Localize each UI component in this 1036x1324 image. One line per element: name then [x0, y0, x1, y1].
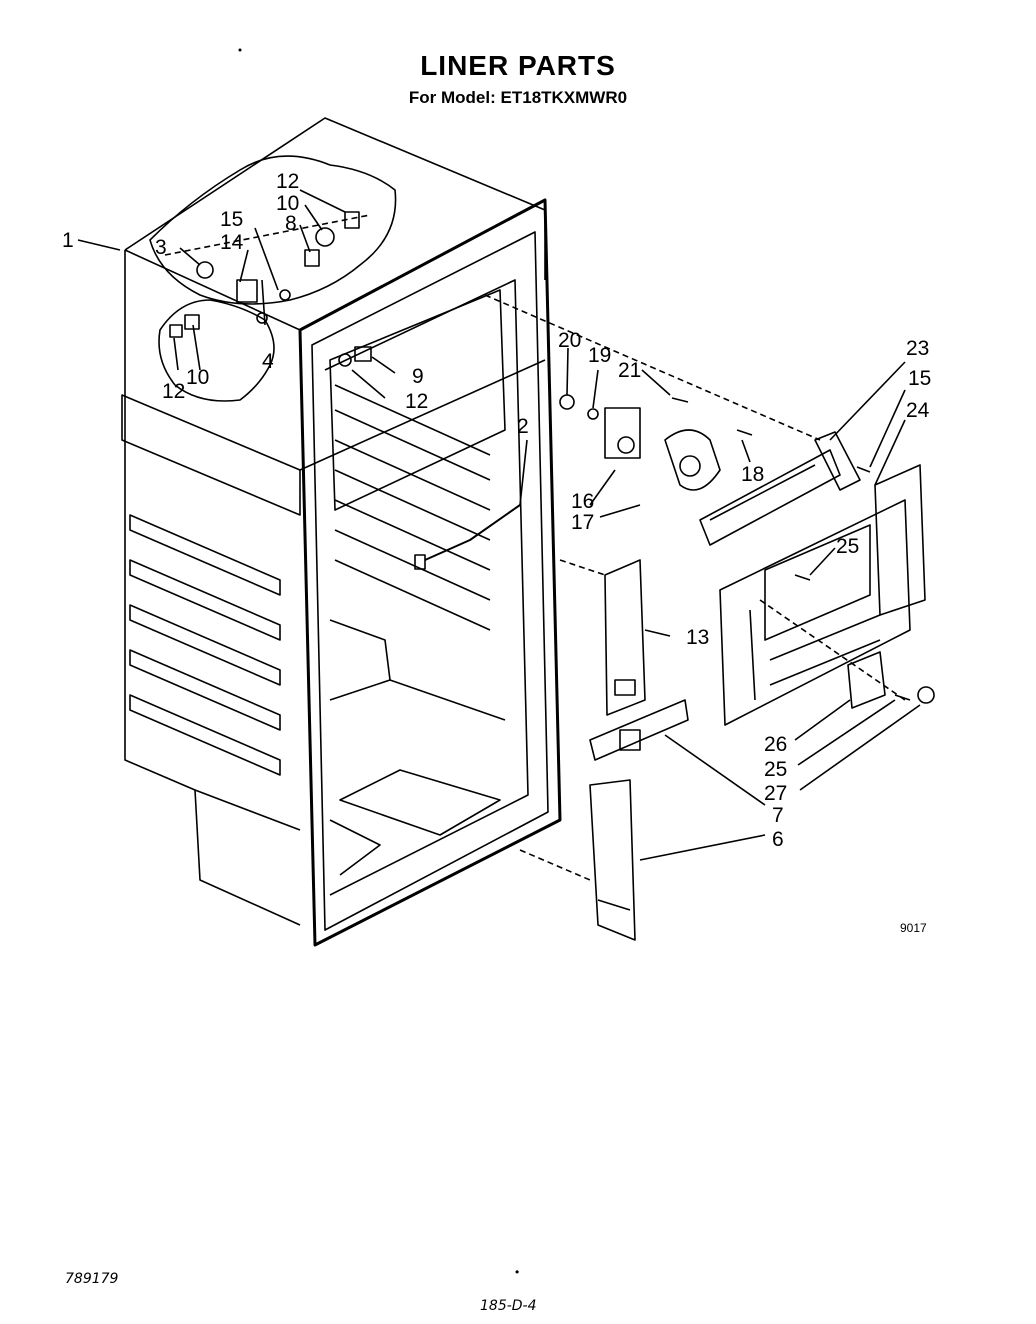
callout-9: 9: [412, 365, 424, 388]
callout-2: 2: [517, 415, 529, 438]
callout-16: 16: [571, 490, 594, 513]
handwritten-page-code: 185-D-4: [480, 1298, 537, 1314]
cabinet-hardware: [169, 211, 521, 570]
callout-19: 19: [588, 344, 611, 367]
callout-labels: 1 2 3 4 6 7 8 9 10 10 12 12 12 13 14 15 …: [62, 170, 931, 851]
callout-6: 6: [772, 828, 784, 851]
callout-8: 8: [285, 212, 297, 235]
speck: [238, 48, 242, 52]
leader-lines: [77, 189, 921, 861]
alignment-lines: [164, 214, 906, 881]
page-title: LINER PARTS: [420, 50, 616, 81]
callout-25-upper: 25: [836, 535, 859, 558]
center-dot: •: [515, 1265, 519, 1279]
callout-12-top: 12: [276, 170, 299, 193]
cabinet-liner: [121, 117, 562, 947]
callout-12-center: 12: [405, 390, 428, 413]
callout-18: 18: [741, 463, 764, 486]
callout-23: 23: [906, 337, 929, 360]
diagram-code: 9017: [900, 921, 927, 935]
callout-20: 20: [558, 329, 581, 352]
callout-7: 7: [772, 804, 784, 827]
callout-27: 27: [764, 782, 787, 805]
callout-24: 24: [906, 399, 930, 422]
callout-26: 26: [764, 733, 787, 756]
callout-14: 14: [220, 231, 244, 254]
callout-17: 17: [571, 511, 594, 534]
callout-15-top: 15: [220, 208, 243, 231]
callout-4: 4: [262, 350, 274, 373]
callout-25-lower: 25: [764, 758, 787, 781]
model-number: ET18TKXMWR0: [500, 88, 628, 107]
callout-3: 3: [155, 236, 167, 259]
handwritten-left-note: 789179: [65, 1271, 119, 1287]
callout-15-right: 15: [908, 367, 931, 390]
model-subtitle: For Model: ET18TKXMWR0: [0, 88, 1036, 108]
callout-12-left: 12: [162, 380, 185, 403]
subtitle-prefix: For Model:: [408, 88, 496, 107]
callout-10-top: 10: [276, 192, 299, 215]
callout-1: 1: [62, 229, 74, 252]
control-housing: [559, 394, 935, 941]
callout-10-left: 10: [186, 366, 209, 389]
callout-21: 21: [618, 359, 641, 382]
callout-13: 13: [686, 626, 709, 649]
